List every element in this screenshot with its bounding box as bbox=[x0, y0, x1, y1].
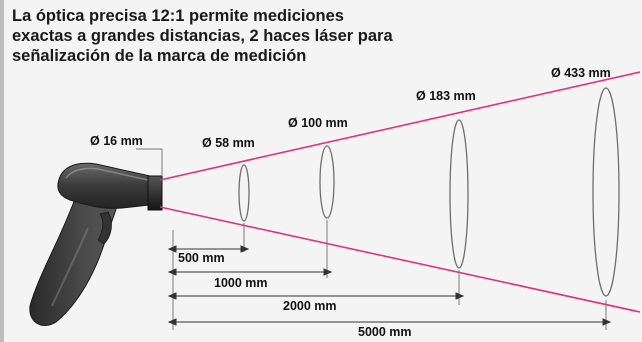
arrow-5000 bbox=[167, 318, 612, 326]
spot-label-183: Ø 183 mm bbox=[416, 89, 476, 103]
spot-label-433: Ø 433 mm bbox=[551, 66, 611, 80]
headline: La óptica precisa 12:1 permite medicione… bbox=[12, 6, 532, 66]
thermometer-trigger bbox=[97, 211, 112, 245]
spot-ellipse-2000 bbox=[449, 119, 469, 269]
lower-laser-beam bbox=[159, 206, 641, 313]
headline-line-3: señalización de la marca de medición bbox=[12, 47, 307, 65]
distance-label-5000: 5000 mm bbox=[358, 325, 412, 339]
spot-label-58: Ø 58 mm bbox=[202, 136, 255, 150]
upper-laser-beam bbox=[159, 71, 641, 181]
arrow-1000 bbox=[167, 268, 333, 276]
distance-label-1000: 1000 mm bbox=[214, 276, 268, 290]
left-frame-bar bbox=[0, 0, 4, 342]
distance-label-2000: 2000 mm bbox=[283, 299, 337, 313]
arrow-2000 bbox=[167, 292, 465, 300]
spot-16-marker-line bbox=[136, 148, 163, 176]
spot-ellipse-1000 bbox=[319, 145, 335, 219]
spot-label-16: Ø 16 mm bbox=[90, 134, 143, 148]
spot-ellipse-500 bbox=[238, 164, 250, 222]
thermometer-top-highlight bbox=[65, 167, 149, 181]
headline-line-1: La óptica precisa 12:1 permite medicione… bbox=[12, 7, 344, 25]
distance-label-500: 500 mm bbox=[178, 251, 225, 265]
distance-ticks bbox=[172, 220, 607, 330]
ir-thermometer-icon bbox=[29, 162, 163, 326]
headline-line-2: exactas a grandes distancias, 2 haces lá… bbox=[12, 27, 393, 45]
spot-ellipse-5000 bbox=[592, 87, 620, 297]
thermometer-grip-highlight bbox=[51, 227, 89, 307]
thermometer-sensor-head bbox=[147, 175, 163, 211]
distance-arrows bbox=[167, 245, 612, 326]
arrow-500 bbox=[167, 245, 250, 253]
thermometer-body bbox=[57, 162, 159, 209]
spot-label-100: Ø 100 mm bbox=[288, 116, 348, 130]
